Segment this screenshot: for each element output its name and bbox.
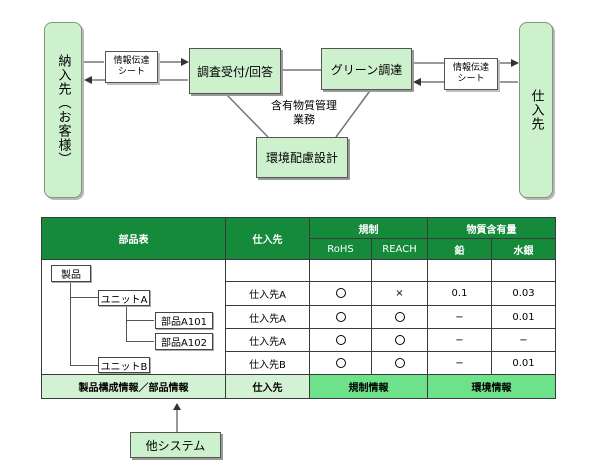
row3-supplier: 仕入先A	[225, 328, 310, 352]
table-row: 仕入先A − −	[41, 328, 556, 352]
header-regulation: 規制	[309, 217, 428, 239]
table-row	[41, 259, 556, 282]
circle-mark	[394, 311, 405, 322]
header-lead: 鉛	[427, 238, 492, 260]
footer-environment-info: 環境情報	[427, 374, 556, 399]
row3-rohs	[309, 328, 372, 352]
row4-reach	[371, 351, 428, 375]
investigation-box: 調査受付/回答	[189, 48, 281, 94]
row2-lead: −	[427, 305, 492, 329]
sheet-left-line1: 情報伝達	[113, 56, 150, 66]
row1-rohs	[309, 281, 372, 306]
header-mercury: 水銀	[491, 238, 556, 260]
sheet-right-line2: シート	[457, 74, 485, 84]
table-row: 仕入先A − 0.01	[41, 305, 556, 329]
tree-node-part-a102: 部品A102	[155, 333, 213, 350]
customer-label: 納入先（お客様）	[55, 54, 71, 166]
circle-mark	[335, 334, 346, 345]
row2-reach	[371, 305, 428, 329]
row1-supplier: 仕入先A	[225, 281, 310, 306]
investigation-label: 調査受付/回答	[196, 64, 274, 79]
tree-line	[70, 297, 98, 298]
circle-mark	[394, 334, 405, 345]
header-reach: REACH	[371, 238, 428, 260]
header-supplier: 仕入先	[225, 217, 310, 260]
info-sheet-right: 情報伝達 シート	[444, 58, 498, 90]
row2-rohs	[309, 305, 372, 329]
green-procurement-box: グリーン調達	[321, 48, 412, 90]
eco-design-box: 環境配慮設計	[256, 137, 348, 178]
center-label: 含有物質管理 業務	[262, 99, 346, 127]
triangle-left-edge	[225, 93, 269, 138]
tree-line	[126, 305, 127, 342]
center-label-line2: 業務	[293, 113, 315, 126]
footer-supplier: 仕入先	[225, 374, 310, 399]
footer-bom-info: 製品構成情報／部品情報	[41, 374, 226, 399]
row3-mercury: −	[491, 328, 556, 352]
sheet-left-line2: シート	[117, 67, 145, 77]
eco-design-label: 環境配慮設計	[265, 151, 338, 165]
tree-line	[70, 282, 71, 366]
row4-supplier: 仕入先B	[225, 351, 310, 375]
row1-reach: ×	[371, 281, 428, 306]
supplier-label: 仕入先	[528, 89, 544, 131]
row2-mercury: 0.01	[491, 305, 556, 329]
center-label-line1: 含有物質管理	[271, 99, 337, 112]
footer-regulation-info: 規制情報	[309, 374, 428, 399]
tree-node-unit-a: ユニットA	[98, 290, 150, 306]
other-system-box: 他システム	[130, 432, 221, 458]
row2-supplier: 仕入先A	[225, 305, 310, 329]
header-content: 物質含有量	[427, 217, 556, 239]
row3-reach	[371, 328, 428, 352]
triangle-right-edge	[335, 87, 373, 138]
row3-lead: −	[427, 328, 492, 352]
customer-pill: 納入先（お客様）	[44, 22, 82, 198]
info-sheet-left: 情報伝達 シート	[105, 51, 158, 83]
sheet-right-line1: 情報伝達	[452, 63, 489, 73]
row1-mercury: 0.03	[491, 281, 556, 306]
circle-mark	[335, 311, 346, 322]
circle-mark	[394, 357, 405, 368]
row1-lead: 0.1	[427, 281, 492, 306]
header-bom: 部品表	[41, 217, 226, 260]
arrow-other-system-up	[173, 403, 181, 433]
tree-node-unit-b: ユニットB	[98, 357, 150, 373]
circle-mark	[335, 357, 346, 368]
table-row: 仕入先B − 0.01	[41, 351, 556, 375]
circle-mark	[335, 288, 346, 298]
table-footer: 製品構成情報／部品情報 仕入先 規制情報 環境情報	[41, 374, 556, 399]
row4-rohs	[309, 351, 372, 375]
supplier-pill: 仕入先	[519, 22, 553, 198]
tree-line	[70, 365, 98, 366]
tree-line	[126, 341, 154, 342]
tree-line	[126, 320, 154, 321]
row4-mercury: 0.01	[491, 351, 556, 375]
other-system-label: 他システム	[145, 438, 206, 453]
tree-node-product: 製品	[51, 265, 91, 282]
green-procurement-label: グリーン調達	[330, 62, 403, 77]
header-rohs: RoHS	[309, 238, 372, 260]
tree-node-part-a101: 部品A101	[155, 312, 213, 329]
row4-lead: −	[427, 351, 492, 375]
